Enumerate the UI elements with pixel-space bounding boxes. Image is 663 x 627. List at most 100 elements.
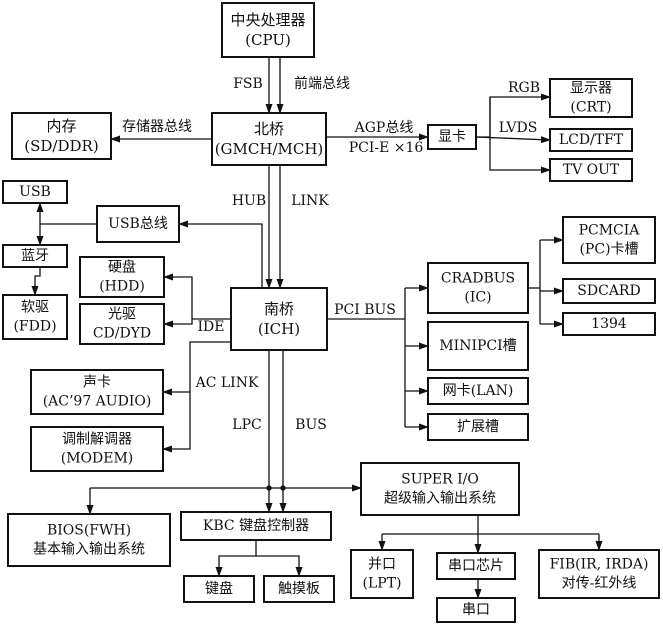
- cpu-label-1: 中央处理器: [230, 11, 305, 29]
- p1394-box-frame: [562, 312, 656, 336]
- touch-box-frame: [263, 575, 335, 603]
- usbbus-box-frame: [96, 205, 180, 243]
- minipci-box: MINIPCI槽: [427, 321, 529, 371]
- pcmcia-box: PCMCIA (PC)卡槽: [562, 216, 656, 264]
- bios-label-2: 基本输入输出系统: [33, 541, 145, 558]
- fdd-label-2: (FDD): [13, 319, 56, 335]
- minipci-label-1: MINIPCI槽: [439, 338, 516, 354]
- serial-box: 串口: [436, 597, 516, 623]
- usbbus-label-1: USB总线: [108, 216, 168, 232]
- mem-label-2: (SD/DDR): [24, 137, 98, 155]
- usbport-box-frame: [2, 180, 68, 204]
- fdd-line: [31, 268, 41, 296]
- north-box-frame: [211, 112, 327, 166]
- modem-box-frame: [30, 426, 164, 472]
- tvout-label-1: TV OUT: [563, 162, 620, 178]
- pcmcia-box-frame: [562, 216, 656, 264]
- tvout-line: [489, 137, 551, 174]
- lpt-box: 并口(LPT): [350, 549, 414, 599]
- bios-box: BIOS(FWH)基本输入输出系统: [7, 513, 171, 567]
- p1394-box: 1394: [562, 312, 656, 336]
- pcmcia-label-2: (PC)卡槽: [579, 242, 638, 258]
- kbc-box-frame: [180, 511, 332, 541]
- south-label-2: (ICH): [258, 320, 300, 338]
- cpu-label-2: (CPU): [245, 31, 291, 49]
- pcie-label: PCI-E ×16: [349, 140, 424, 156]
- usb-bus-line: [178, 220, 263, 288]
- serial-box-frame: [436, 597, 516, 623]
- fir-label-2: 对传-红外线: [562, 576, 637, 592]
- serial-label-1: 串口: [462, 602, 490, 618]
- ide-hdd-line: [163, 273, 231, 320]
- crt-box-frame: [549, 78, 633, 118]
- superio-label-2: 超级输入输出系统: [384, 491, 496, 507]
- kbc-box: KBC 键盘控制器: [180, 511, 332, 541]
- bt-label-1: 蓝牙: [21, 248, 49, 264]
- kbd-box-frame: [183, 575, 255, 603]
- rgb-label: RGB: [508, 80, 540, 96]
- lpt-label-1: 并口: [368, 557, 396, 573]
- kbd-box: 键盘: [183, 575, 255, 603]
- aclink-audio-line: [162, 341, 231, 396]
- agp-label: AGP总线: [354, 120, 414, 136]
- bios-box-frame: [7, 513, 171, 567]
- bt-box-frame: [2, 244, 68, 268]
- mem-box-frame: [11, 112, 112, 160]
- cpu-box: 中央处理器 (CPU): [221, 2, 315, 58]
- mem-box: 内存(SD/DDR): [11, 112, 112, 160]
- cd-label-1: 光驱: [108, 307, 136, 323]
- crt-box: 显示器(CRT): [549, 78, 633, 118]
- hub-label: HUB: [232, 193, 266, 209]
- south-box: 南桥 (ICH): [230, 287, 328, 351]
- lcd-label-1: LCD/TFT: [559, 132, 624, 148]
- touch-label-1: 触摸板: [278, 581, 320, 597]
- bt-box: 蓝牙: [2, 244, 68, 268]
- fdd-label-1: 软驱: [21, 300, 49, 316]
- south-label-1: 南桥: [264, 300, 294, 318]
- pcmcia-label-1: PCMCIA: [579, 223, 641, 239]
- south-box-frame: [230, 287, 328, 351]
- lan-box-frame: [427, 377, 529, 405]
- fir-box: FIB(IR, IRDA)对传-红外线: [538, 549, 660, 599]
- lcd-box-frame: [549, 128, 633, 152]
- link-label: LINK: [291, 193, 329, 209]
- ext-box: 扩展槽: [427, 413, 529, 441]
- north-box: 北桥(GMCH/MCH): [211, 112, 327, 166]
- lpt-box-frame: [350, 549, 414, 599]
- gpu-label-1: 显卡: [438, 129, 466, 145]
- cpu-box-frame: [221, 2, 315, 58]
- cardbus-box: CRADBUS(IC): [427, 262, 529, 314]
- usb-port-line: [36, 202, 97, 225]
- cardbus-label-2: (IC): [464, 290, 491, 306]
- superio-label-1: SUPER I/O: [401, 472, 479, 488]
- kbc-keyboard-line: [215, 540, 257, 577]
- serchip-box-frame: [436, 552, 516, 580]
- gpu-box-frame: [427, 124, 477, 150]
- audio-box-frame: [30, 369, 164, 415]
- north-label-1: 北桥: [254, 120, 284, 138]
- lan-box: 网卡(LAN): [427, 377, 529, 405]
- hdd-label-1: 硬盘: [108, 259, 136, 276]
- sdcard-label-1: SDCARD: [577, 283, 640, 299]
- aclink-label: AC LINK: [195, 375, 259, 391]
- modem-label-2: (MODEM): [61, 451, 134, 467]
- cardbus-box-frame: [427, 262, 529, 314]
- lvds-label: LVDS: [499, 120, 538, 136]
- minipci-box-frame: [427, 321, 529, 371]
- modem-box: 调制解调器(MODEM): [30, 426, 164, 472]
- fdd-box: 软驱 (FDD): [2, 294, 68, 340]
- ide-label: IDE: [198, 319, 225, 335]
- aclink-modem-line: [162, 392, 191, 453]
- fsb-label: FSB: [233, 76, 263, 92]
- pcibus-label: PCI BUS: [334, 302, 396, 318]
- lvds-line: [475, 136, 551, 144]
- lan-label-1: 网卡(LAN): [443, 383, 514, 399]
- ide-cd-line: [163, 319, 193, 328]
- touch-box: 触摸板: [263, 575, 335, 603]
- usbport-box: USB: [2, 180, 68, 204]
- ext-label-1: 扩展槽: [457, 419, 499, 435]
- lcd-box: LCD/TFT: [549, 128, 633, 152]
- superio-box-frame: [360, 462, 520, 516]
